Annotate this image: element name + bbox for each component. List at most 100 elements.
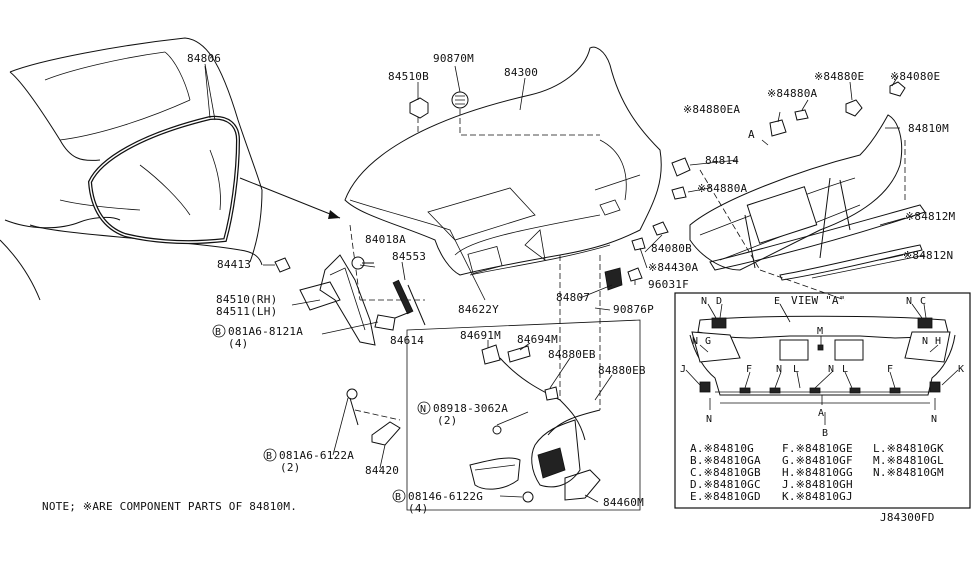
label-84880A-1: ※84880A: [767, 87, 818, 100]
switch-84807-icon: [604, 267, 623, 291]
nut-84510B-icon: [409, 97, 429, 119]
nut-84080B-icon: [652, 221, 669, 236]
callout-08146-6122G: B 08146-6122G (4): [392, 489, 483, 515]
label-84691M: 84691M: [460, 329, 501, 342]
svg-text:E: E: [774, 296, 780, 307]
callout-081A6-6122A: B 081A6-6122A (2): [263, 448, 354, 474]
label-081A6-8121A: 081A6-8121A: [228, 325, 303, 338]
label-84810M: 84810M: [908, 122, 949, 135]
legend-E: E.※84810GD: [690, 490, 761, 503]
legend-C: C.※84810GB: [690, 466, 761, 479]
svg-text:B: B: [822, 428, 828, 439]
label-90876P: 90876P: [613, 303, 654, 316]
legend-D: D.※84810GC: [690, 478, 761, 491]
label-84622Y: 84622Y: [458, 303, 499, 316]
label-84460M: 84460M: [603, 496, 644, 509]
label-84880A-2: ※84880A: [697, 182, 748, 195]
label-84080E: ※84080E: [890, 70, 940, 83]
label-84420: 84420: [365, 464, 399, 477]
svg-text:B: B: [266, 451, 272, 462]
label-96031F: 96031F: [648, 278, 689, 291]
legend-H: H.※84810GG: [782, 466, 853, 479]
svg-text:L: L: [793, 364, 799, 375]
label-84510B: 84510B: [388, 70, 429, 83]
label-84510RH: 84510(RH): [216, 293, 277, 306]
svg-text:N: N: [420, 404, 426, 415]
svg-text:N: N: [701, 296, 707, 307]
label-84413: 84413: [217, 258, 251, 271]
label-84018A: 84018A: [365, 233, 406, 246]
label-84694M: 84694M: [517, 333, 558, 346]
label-08918-3062A: 08918-3062A: [433, 402, 508, 415]
lock-assembly: [406, 255, 641, 511]
label-84812N: ※84812N: [903, 249, 953, 262]
label-84080B: 84080B: [651, 242, 692, 255]
label-081A6-8121A-qty: (4): [228, 337, 248, 350]
callout-081A6-8121A: B 081A6-8121A (4): [212, 324, 303, 350]
view-a-panel: VIEW "A": [674, 292, 971, 509]
legend-B: B.※84810GA: [690, 454, 761, 467]
nut-84080E-icon: [889, 81, 906, 97]
svg-text:B: B: [395, 492, 401, 503]
gas-stay-84553-icon: [392, 279, 414, 315]
label-84300: 84300: [504, 66, 538, 79]
label-84880EA: ※84880EA: [683, 103, 740, 116]
part-labels: 84806 90870M 84300 84510B ※84880E ※84080…: [42, 52, 956, 524]
clip-84880A-2-icon: [671, 186, 687, 200]
label-08146-6122G: 08146-6122G: [408, 490, 483, 503]
label-08146-6122G-qty: (4): [408, 502, 428, 515]
label-84880EB-1: 84880EB: [548, 348, 596, 361]
svg-text:D: D: [716, 296, 722, 307]
svg-text:N: N: [828, 364, 834, 375]
svg-text:C: C: [920, 296, 926, 307]
clip-96031F-icon: [627, 267, 643, 282]
view-a-title: VIEW "A": [791, 294, 846, 307]
clip-84413-icon: [274, 257, 291, 273]
label-84814: 84814: [705, 154, 739, 167]
svg-text:G: G: [705, 336, 711, 347]
fasteners: [274, 81, 906, 291]
label-84553: 84553: [392, 250, 426, 263]
label-84807: 84807: [556, 291, 590, 304]
svg-text:L: L: [842, 364, 848, 375]
label-84880E: ※84880E: [814, 70, 864, 83]
striker-84420: [346, 388, 401, 446]
svg-text:N: N: [906, 296, 912, 307]
clip-84880E-icon: [845, 99, 863, 117]
lamp-84814-icon: [671, 157, 691, 177]
label-081A6-6122A: 081A6-6122A: [279, 449, 354, 462]
view-a-legend: A.※84810G F.※84810GE L.※84810GK B.※84810…: [690, 442, 944, 503]
svg-text:F: F: [887, 364, 893, 375]
svg-text:M: M: [817, 326, 823, 337]
bolt-08146-icon: [522, 491, 534, 503]
label-90870M: 90870M: [433, 52, 474, 65]
label-84812M: ※84812M: [905, 210, 956, 223]
svg-text:N: N: [706, 414, 712, 425]
svg-text:N: N: [922, 336, 928, 347]
hinge-assembly-84510: [299, 254, 426, 346]
svg-text:A: A: [818, 408, 824, 419]
svg-text:F: F: [746, 364, 752, 375]
svg-text:N: N: [931, 414, 937, 425]
label-A-ref: A: [748, 128, 755, 141]
svg-text:N: N: [692, 336, 698, 347]
legend-G: G.※84810GF: [782, 454, 853, 467]
footnote: NOTE; ※ARE COMPONENT PARTS OF 84810M.: [42, 500, 297, 513]
car-rear-illustration: [0, 37, 341, 301]
svg-text:B: B: [215, 327, 221, 338]
leader-lines: [204, 65, 906, 503]
label-84614: 84614: [390, 334, 424, 347]
label-08918-3062A-qty: (2): [437, 414, 457, 427]
legend-F: F.※84810GE: [782, 442, 853, 455]
svg-text:H: H: [935, 336, 941, 347]
hook-84691M-icon: [481, 344, 501, 365]
clip-84880EA-icon: [769, 119, 787, 137]
legend-J: J.※84810GH: [782, 478, 853, 491]
svg-text:N: N: [776, 364, 782, 375]
label-081A6-6122A-qty: (2): [280, 461, 300, 474]
label-84806: 84806: [187, 52, 221, 65]
label-84430A: ※84430A: [648, 261, 699, 274]
legend-A: A.※84810G: [690, 442, 754, 455]
label-84511LH: 84511(LH): [216, 305, 277, 318]
